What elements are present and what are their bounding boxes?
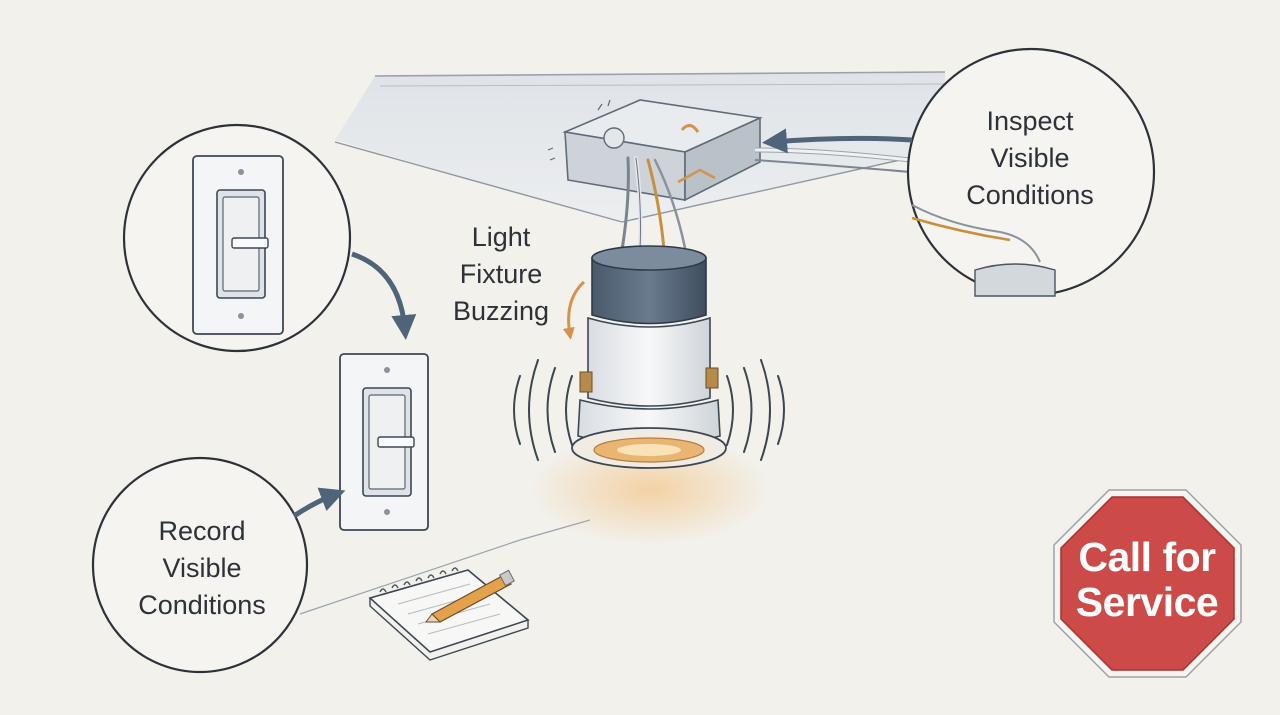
wall-switch-icon — [192, 155, 284, 335]
record-callout — [91, 456, 309, 674]
stop-sign-line: Service — [1075, 579, 1219, 625]
inspect-arrow — [762, 128, 913, 154]
inspect-callout — [906, 47, 1156, 297]
stop-sign-icon — [1053, 489, 1242, 678]
light-fixture-icon — [571, 245, 727, 469]
fixture-label-line: Fixture — [459, 259, 543, 289]
wall-switch-icon — [339, 353, 429, 531]
buzz-motion-arrow — [562, 280, 586, 340]
light-glow — [530, 435, 770, 545]
record-label-line: Conditions — [138, 590, 266, 620]
pencil-icon — [425, 569, 515, 623]
stop-sign-line: Call for — [1078, 534, 1216, 580]
record-label-line: Visible — [162, 553, 242, 583]
record-label-line: Record — [158, 516, 246, 546]
fixture-wires — [620, 156, 687, 252]
sound-waves-icon — [513, 359, 785, 461]
stop-sign-label: Call for Service — [1060, 535, 1234, 625]
record-arrow — [292, 487, 346, 519]
switch-arrow — [351, 251, 417, 340]
inspect-label: Inspect Visible Conditions — [940, 103, 1120, 214]
fixture-label: Light Fixture Buzzing — [428, 219, 574, 330]
inspect-label-line: Inspect — [986, 106, 1074, 136]
inspect-label-line: Visible — [990, 143, 1070, 173]
fixture-label-line: Buzzing — [452, 296, 550, 326]
inspect-label-line: Conditions — [966, 180, 1094, 210]
record-label: Record Visible Conditions — [112, 513, 292, 624]
fixture-label-line: Light — [471, 222, 531, 252]
